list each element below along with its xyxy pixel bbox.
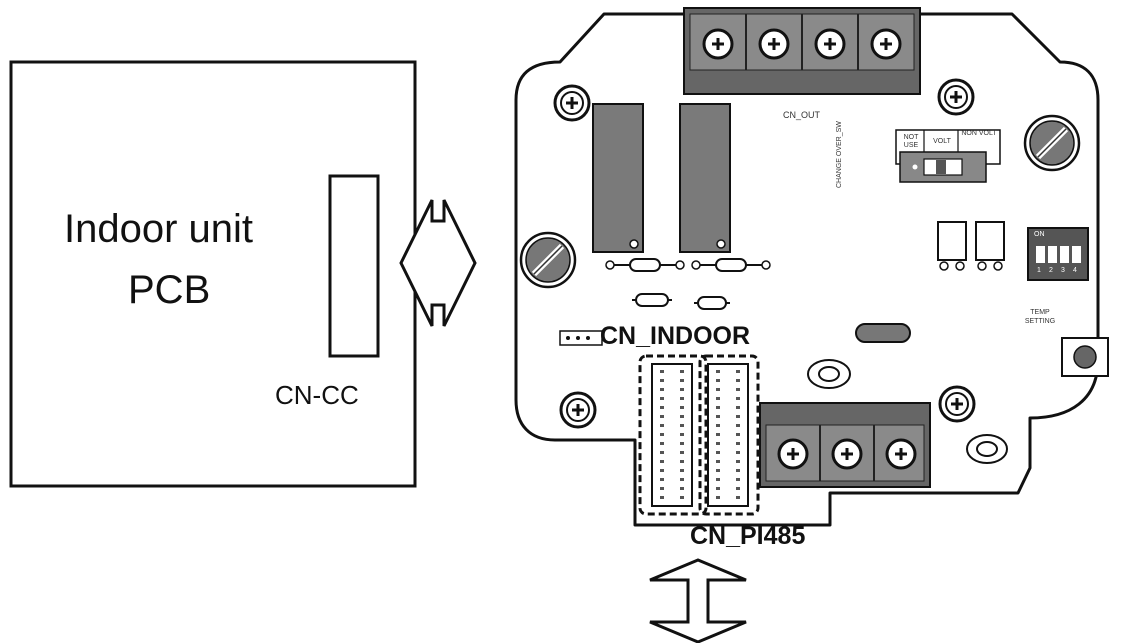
change-over-switch-label: CHANGE OVER_SW — [836, 121, 843, 188]
cn-indoor-connector — [638, 354, 708, 516]
pin-header — [559, 330, 603, 346]
temp-setting-label: TEMP SETTING — [1024, 309, 1056, 325]
dip-switch — [1027, 227, 1089, 281]
dip-number-2: 2 — [1049, 267, 1053, 274]
vertical-double-arrow — [649, 558, 747, 643]
switch-pos-non-volt: NON VOLT — [961, 130, 997, 137]
switch-pos-volt: VOLT — [933, 138, 951, 145]
pcb-title: PCB — [128, 268, 211, 312]
indoor-pcb-box — [9, 60, 417, 488]
temp-setting-button — [1061, 337, 1109, 377]
cn-cc-connector — [328, 174, 380, 358]
horizontal-double-arrow — [399, 199, 477, 327]
cn-out-terminal-block — [683, 7, 921, 95]
resistors — [605, 258, 771, 310]
switch-pos-not-use: NOT USE — [903, 134, 919, 149]
leds — [937, 221, 1005, 271]
dip-number-3: 3 — [1061, 267, 1065, 274]
bottom-terminal-block — [759, 402, 931, 488]
cn-cc-label: CN-CC — [275, 380, 359, 410]
cn-pi485-connector — [698, 354, 760, 516]
change-over-switch — [895, 129, 1001, 183]
rivets — [807, 359, 1008, 464]
cn-out-label: CN_OUT — [783, 110, 821, 120]
cn-pi485-label: CN_PI485 — [690, 522, 806, 550]
dip-number-4: 4 — [1073, 267, 1077, 274]
oval-component — [855, 323, 911, 343]
cn-indoor-label: CN_INDOOR — [600, 322, 751, 350]
relays — [592, 103, 731, 253]
dip-number-1: 1 — [1037, 267, 1041, 274]
dip-on-label: ON — [1034, 231, 1045, 238]
indoor-unit-title: Indoor unit — [64, 207, 254, 251]
